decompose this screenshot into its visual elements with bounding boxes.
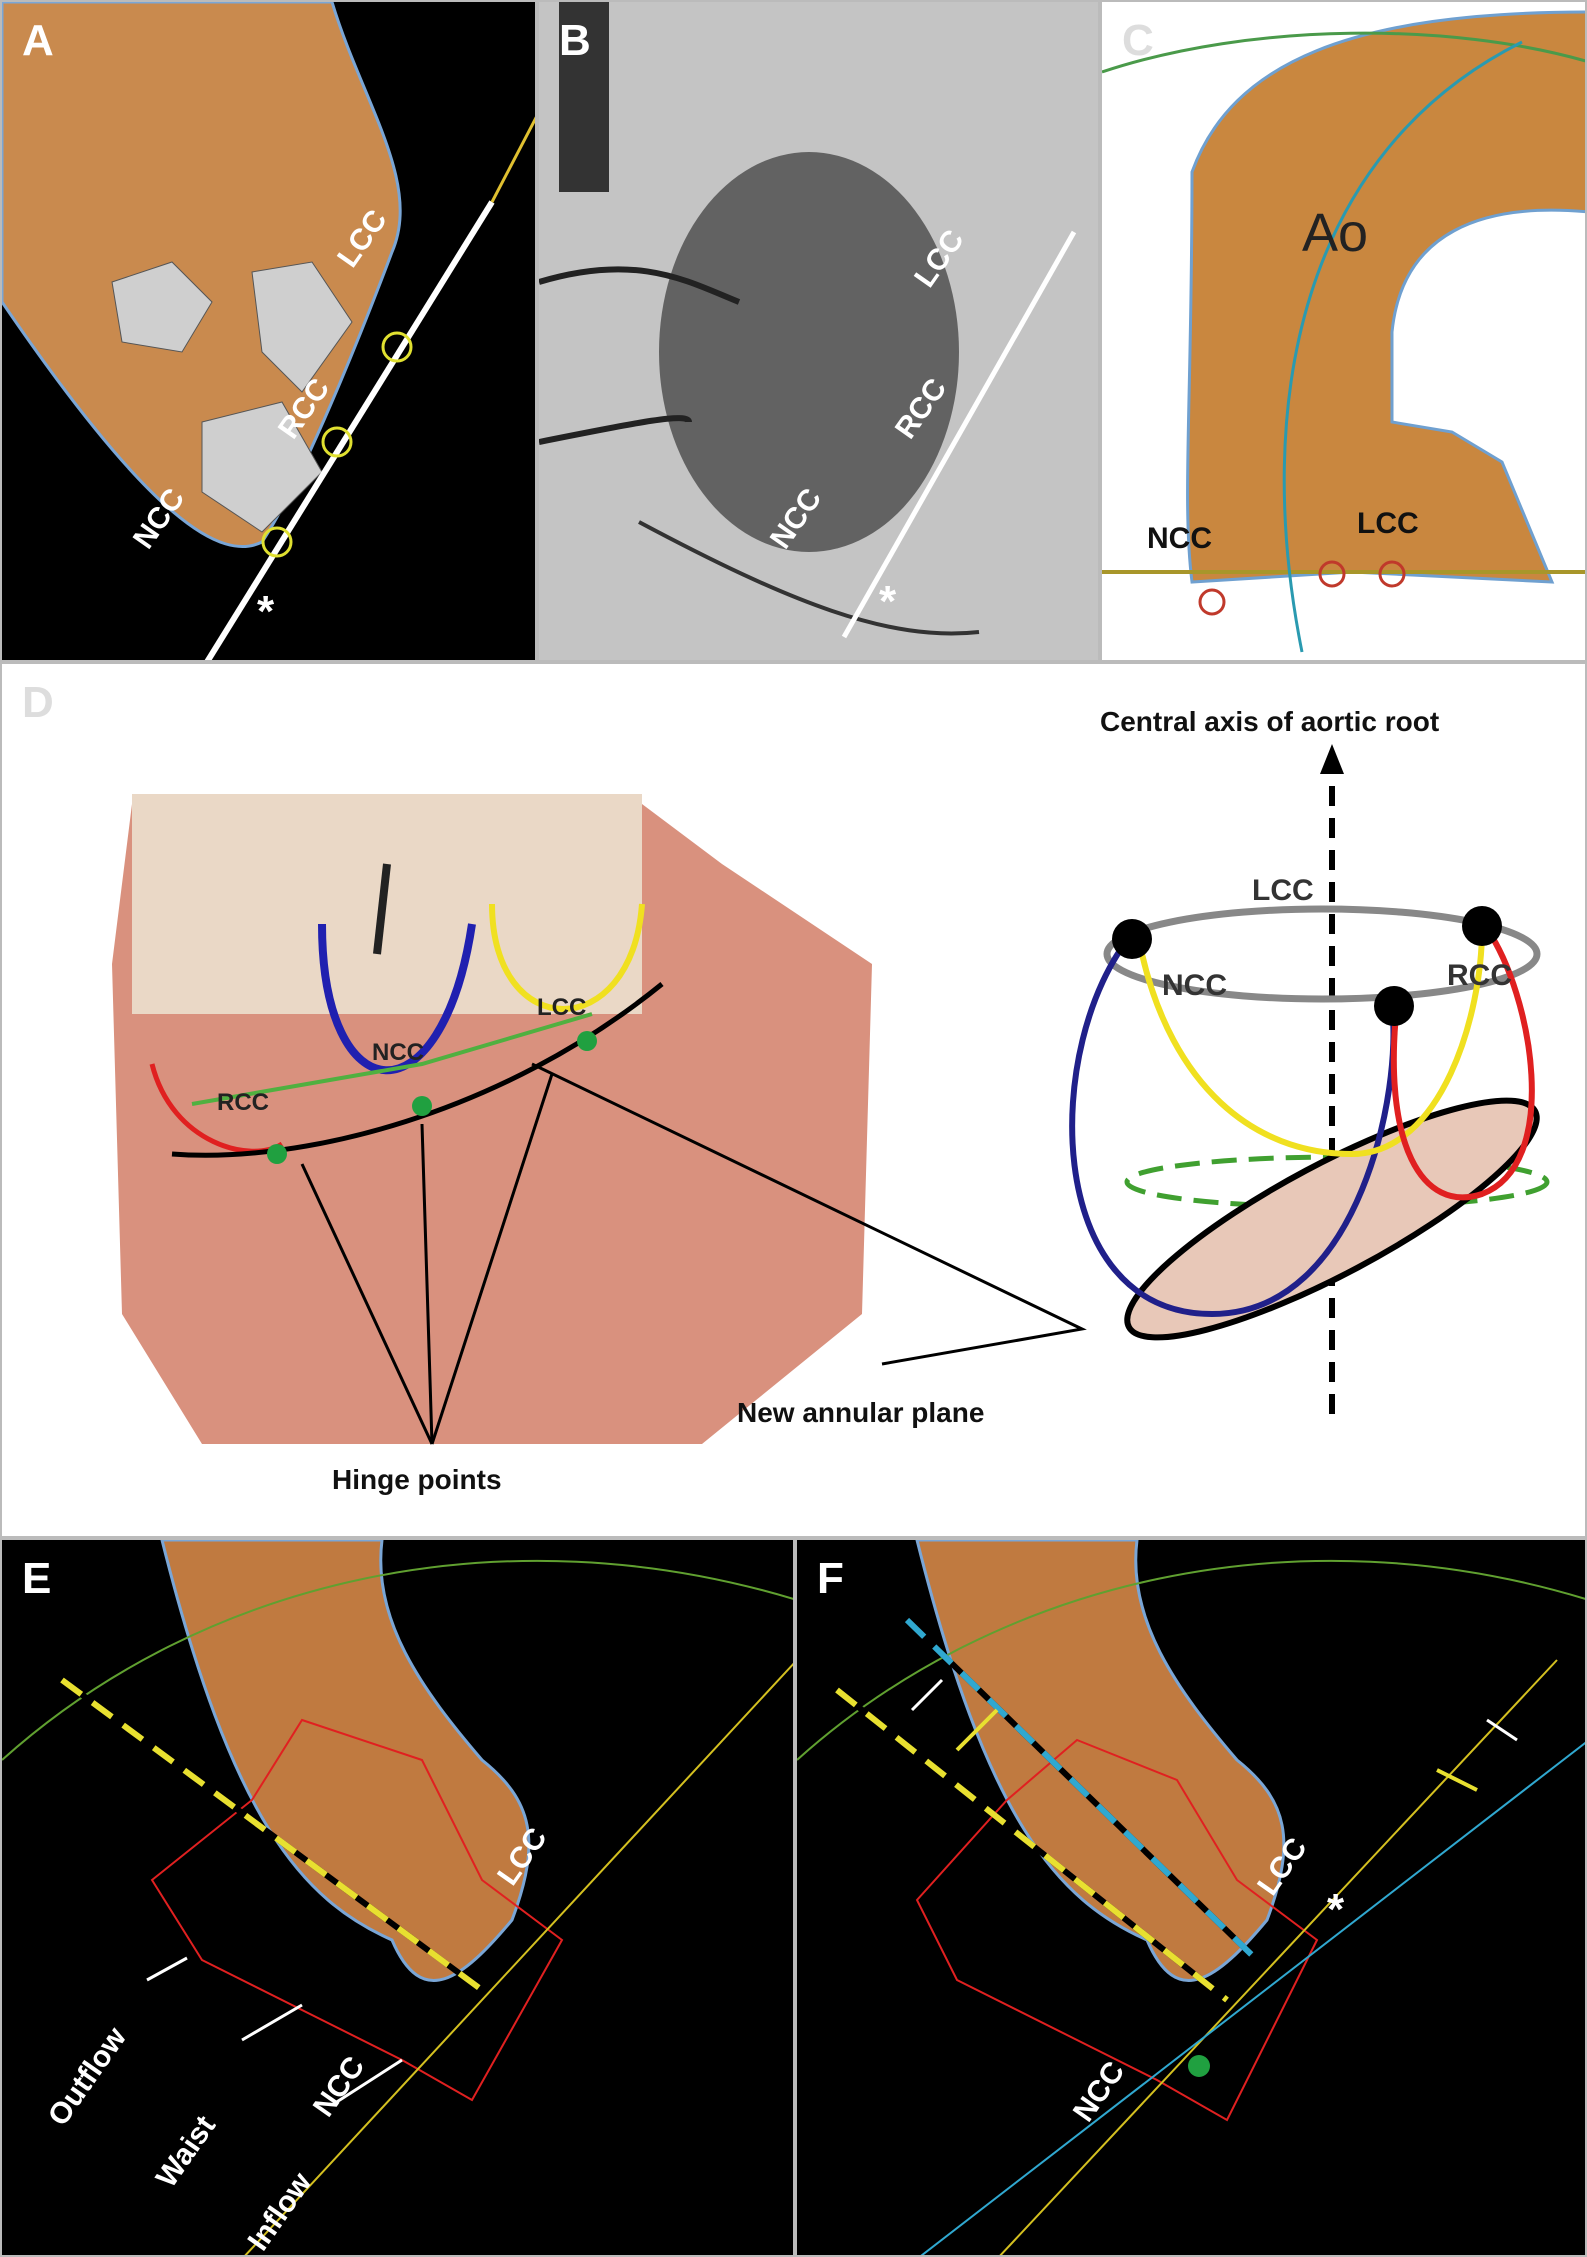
panel-c: C Ao NCC LCC [1100, 0, 1587, 662]
star-marker: * [879, 577, 897, 626]
star-marker: * [1327, 1885, 1345, 1934]
panel-f: F LCC NCC * [795, 1538, 1587, 2257]
panel-label-f: F [817, 1554, 844, 1603]
rcc-label: RCC [217, 1089, 269, 1116]
panel-e: E LCC NCC Outflow Waist Inflow [0, 1538, 795, 2257]
panel-label-e: E [22, 1554, 52, 1603]
panel-label-a: A [22, 16, 54, 65]
repositioned-valve-simulation [797, 1540, 1585, 2255]
new-annular-plane-label: New annular plane [737, 1397, 985, 1428]
schema-rcc-label: RCC [1447, 959, 1512, 992]
panel-label-d: D [22, 678, 54, 727]
valve-illustration-and-schema [112, 744, 1550, 1445]
panel-label-c: C [1122, 16, 1154, 65]
star-marker: * [257, 587, 275, 636]
aortic-root-3d-model [2, 2, 535, 660]
annular-line [204, 200, 495, 660]
central-axis-title: Central axis of aortic root [1100, 706, 1440, 737]
hinge-points-label: Hinge points [332, 1464, 502, 1495]
panel-d: D RCC NCC LCC Central axis of aortic roo… [0, 662, 1587, 1538]
valve-frame-simulation [2, 1540, 793, 2255]
lcc-label: LCC [1357, 507, 1419, 540]
aorta-3d-model [1102, 10, 1585, 653]
schema-ncc-label: NCC [1162, 969, 1227, 1002]
ncc-label: NCC [372, 1039, 424, 1066]
lcc-label: LCC [537, 994, 587, 1021]
schema-lcc-label: LCC [1252, 874, 1314, 907]
angiogram [539, 2, 1098, 660]
ncc-label: NCC [1147, 522, 1212, 555]
aorta-label: Ao [1302, 203, 1369, 263]
panel-a: A LCC RCC NCC * [0, 0, 537, 662]
panel-label-b: B [559, 16, 591, 65]
panel-b: B LCC RCC NCC * [537, 0, 1100, 662]
